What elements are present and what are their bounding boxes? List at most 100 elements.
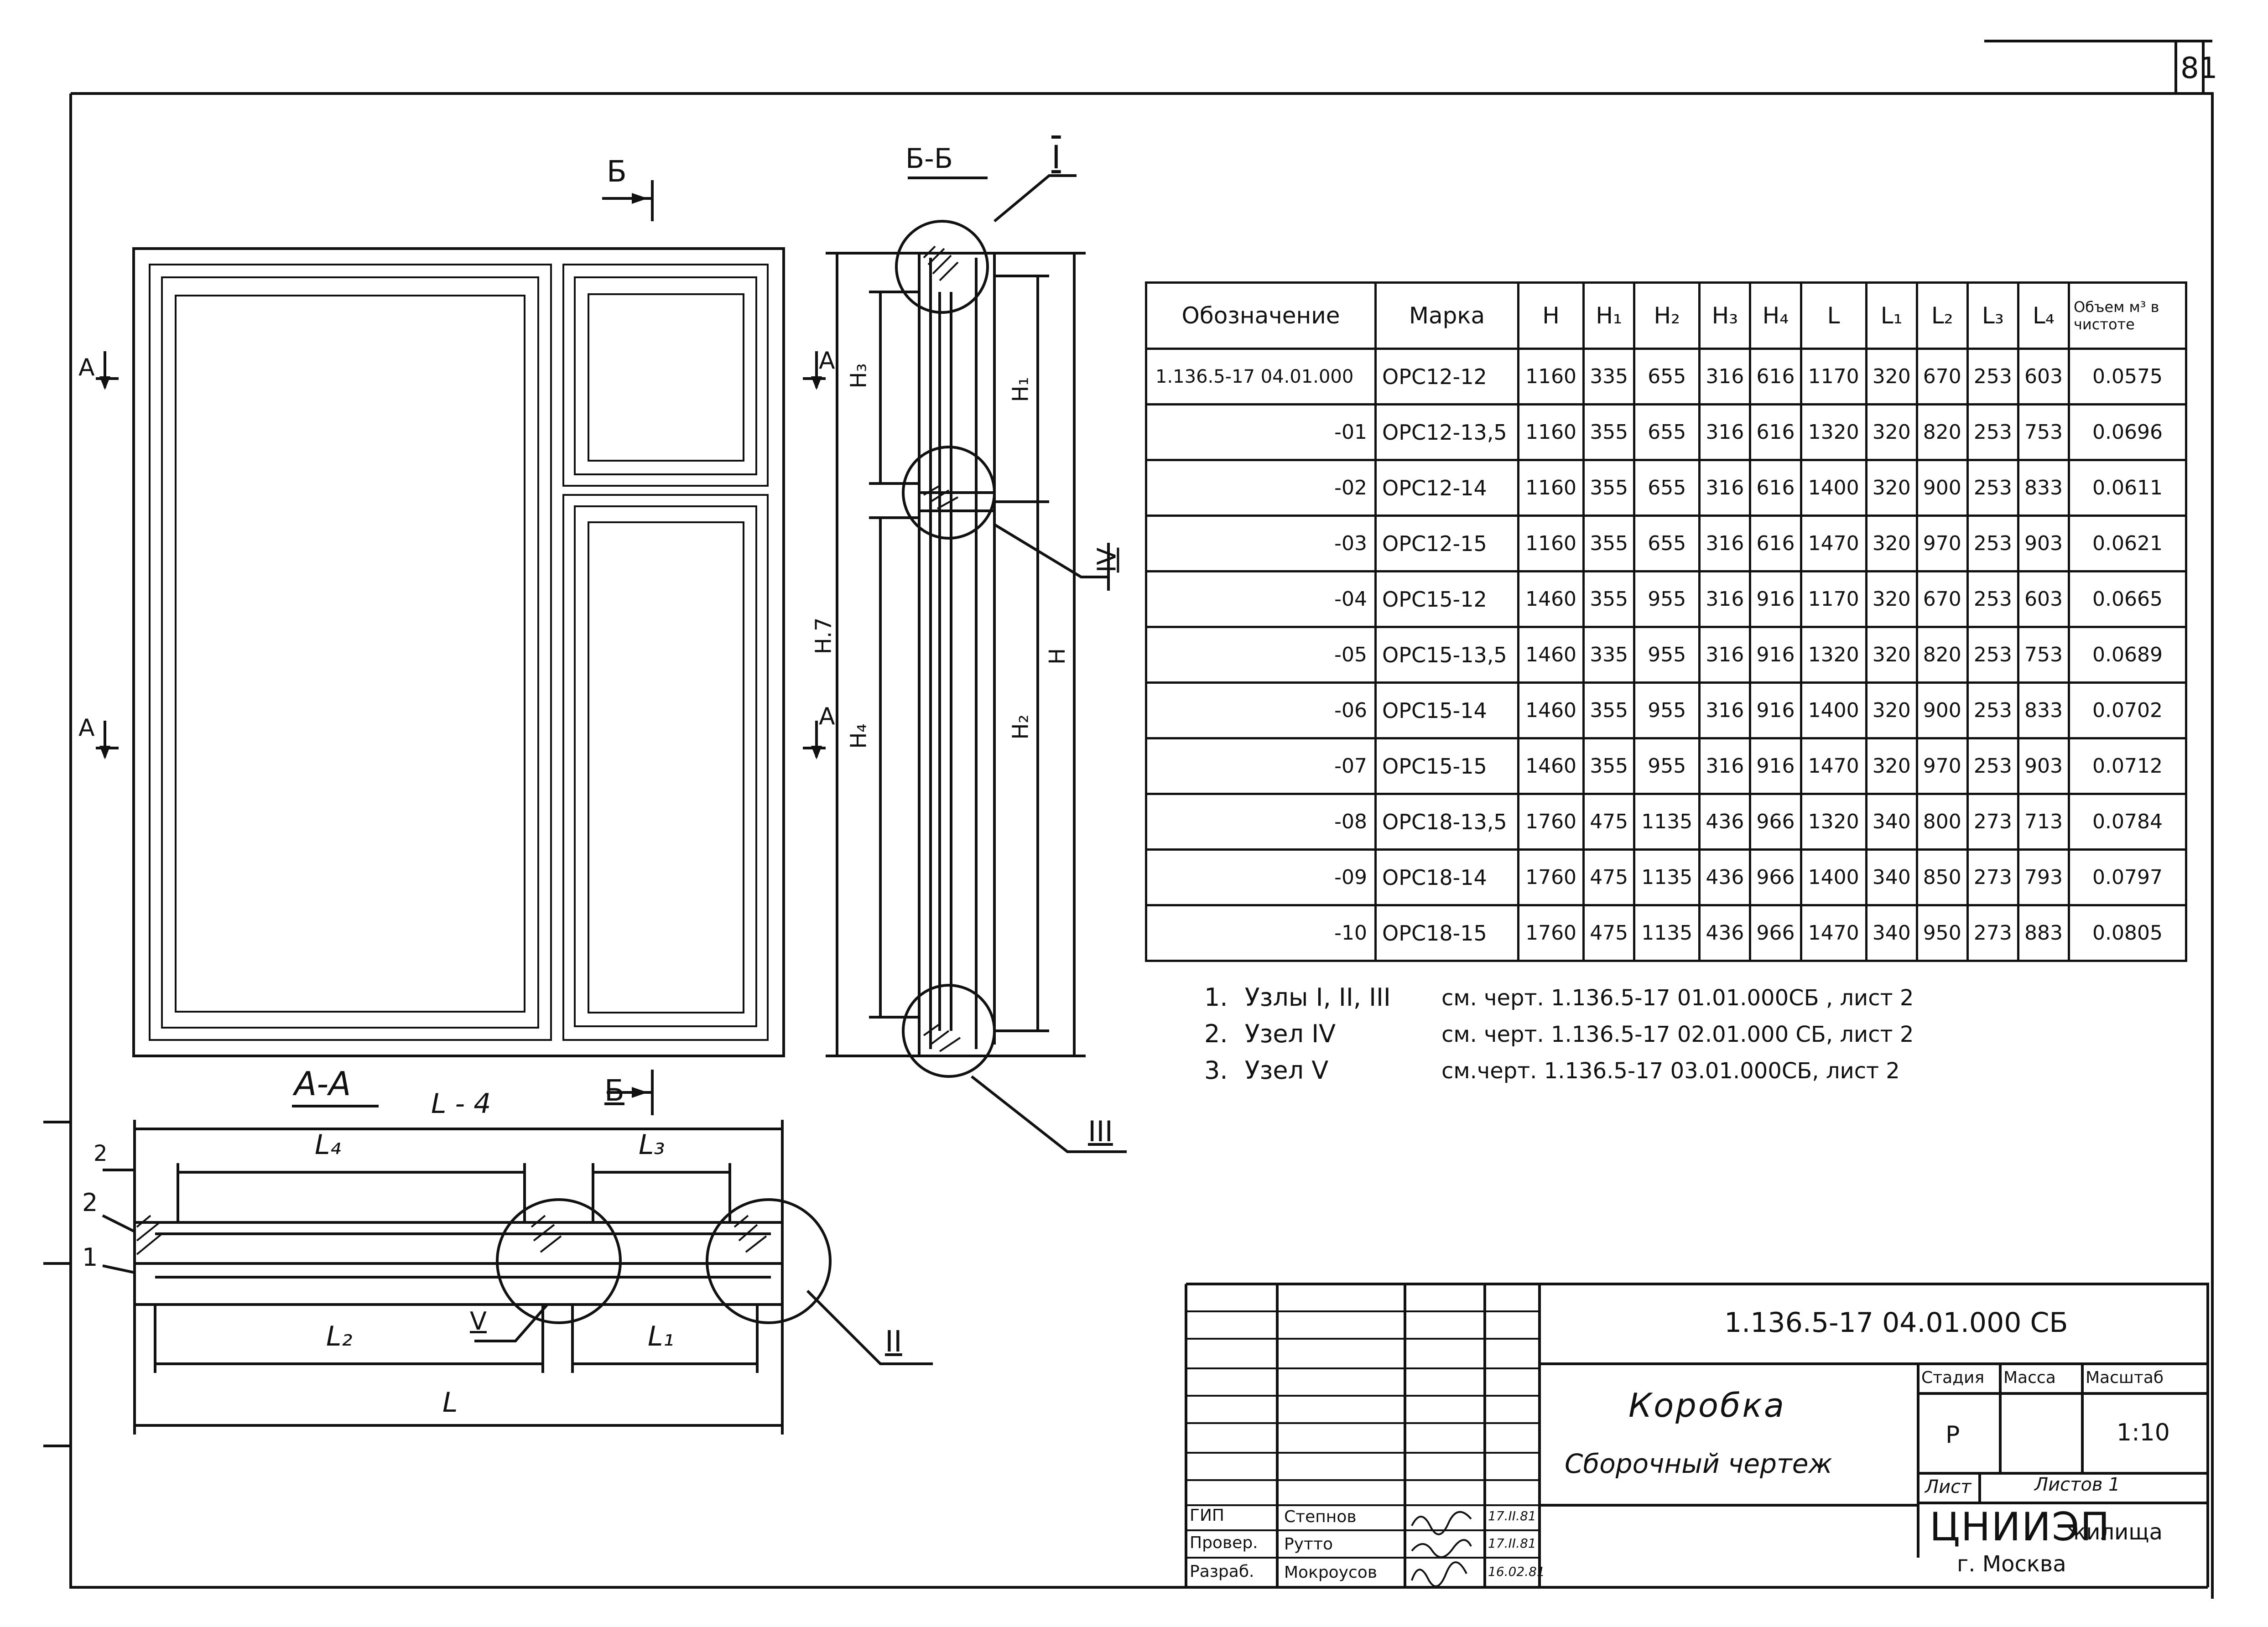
staff-role: Провер. bbox=[1190, 1533, 1258, 1552]
cut-bb-top-label: Б bbox=[607, 155, 627, 189]
note-num: 2. bbox=[1204, 1019, 1228, 1048]
node-ii-label: II bbox=[885, 1325, 902, 1359]
cut-aa-right-top-label: А bbox=[819, 347, 835, 374]
cell-l4: 883 bbox=[2017, 904, 2070, 962]
cell-l1: 320 bbox=[1865, 515, 1918, 572]
cell-h1: 475 bbox=[1582, 848, 1636, 906]
spec-header: H₄ bbox=[1749, 281, 1802, 350]
sheet-frame-left-bottom bbox=[69, 94, 2208, 1589]
cell-l4: 603 bbox=[2017, 348, 2070, 405]
cell-h1: 475 bbox=[1582, 793, 1636, 851]
org-name: ЦНИИЭП bbox=[1930, 1504, 2111, 1550]
cell-designation: -03 bbox=[1145, 515, 1377, 572]
cell-h1: 475 bbox=[1582, 904, 1636, 962]
cell-h4: 916 bbox=[1749, 681, 1802, 739]
cell-designation: 1.136.5-17 04.01.000 bbox=[1145, 348, 1377, 405]
note-3-ref: см.черт. 1.136.5-17 03.01.000СБ, лист 2 bbox=[1441, 1058, 1900, 1084]
cell-h3: 316 bbox=[1698, 570, 1752, 628]
cell-mark: ОРС15-14 bbox=[1374, 681, 1519, 739]
note-num: 1. bbox=[1204, 983, 1228, 1012]
cell-volume: 0.0621 bbox=[2068, 515, 2187, 572]
cell-h2: 955 bbox=[1633, 570, 1701, 628]
dim-h2: H₂ bbox=[1008, 714, 1034, 740]
spec-header: L₁ bbox=[1865, 281, 1918, 350]
cut-aa-left-bottom-label: А bbox=[78, 714, 95, 742]
cell-volume: 0.0611 bbox=[2068, 459, 2187, 517]
note-2: 2. Узел IV bbox=[1204, 1022, 1336, 1046]
cell-h3: 436 bbox=[1698, 793, 1752, 851]
cell-h2: 655 bbox=[1633, 348, 1701, 405]
cell-volume: 0.0784 bbox=[2068, 793, 2187, 851]
cell-l2: 820 bbox=[1915, 626, 1969, 684]
cell-mark: ОРС12-13,5 bbox=[1374, 403, 1519, 461]
cell-l2: 900 bbox=[1915, 459, 1969, 517]
cell-h2: 955 bbox=[1633, 681, 1701, 739]
node-i-label: I bbox=[1051, 139, 1061, 176]
cell-h2: 1135 bbox=[1633, 793, 1701, 851]
dim-l: L bbox=[442, 1387, 458, 1419]
cell-l1: 320 bbox=[1865, 681, 1918, 739]
cell-designation: -09 bbox=[1145, 848, 1377, 906]
cell-h2: 655 bbox=[1633, 515, 1701, 572]
note-2-ref: см. черт. 1.136.5-17 02.01.000 СБ, лист … bbox=[1441, 1022, 1914, 1047]
cell-volume: 0.0805 bbox=[2068, 904, 2187, 962]
cell-l: 1470 bbox=[1800, 737, 1867, 795]
cell-volume: 0.0696 bbox=[2068, 403, 2187, 461]
cut-aa-left-top-label: А bbox=[78, 354, 95, 381]
cell-l3: 253 bbox=[1966, 403, 2019, 461]
doc-code: 1.136.5-17 04.01.000 СБ bbox=[1724, 1307, 2068, 1339]
spec-header: H₁ bbox=[1582, 281, 1636, 350]
cell-h1: 355 bbox=[1582, 570, 1636, 628]
cell-l3: 253 bbox=[1966, 570, 2019, 628]
cell-h2: 1135 bbox=[1633, 848, 1701, 906]
cell-volume: 0.0665 bbox=[2068, 570, 2187, 628]
section-aa-title: А-А bbox=[294, 1065, 351, 1103]
dim-l-minus-4: L - 4 bbox=[431, 1088, 491, 1120]
cell-h1: 335 bbox=[1582, 626, 1636, 684]
node-v-label: V bbox=[470, 1307, 487, 1336]
cell-h: 1460 bbox=[1517, 626, 1585, 684]
spec-table: Обозначение Марка H H₁ H₂ H₃ H₄ L L₁ L₂ … bbox=[1145, 281, 2187, 962]
cell-h4: 616 bbox=[1749, 515, 1802, 572]
spec-header: Марка bbox=[1374, 281, 1519, 350]
dim-l2: L₂ bbox=[326, 1320, 353, 1352]
cell-volume: 0.0702 bbox=[2068, 681, 2187, 739]
cell-l1: 320 bbox=[1865, 348, 1918, 405]
cell-l: 1170 bbox=[1800, 570, 1867, 628]
cut-aa-right-bottom-label: А bbox=[819, 703, 835, 730]
cell-h1: 355 bbox=[1582, 515, 1636, 572]
cell-h1: 355 bbox=[1582, 737, 1636, 795]
scale-header: Масштаб bbox=[2086, 1368, 2164, 1387]
cell-l: 1170 bbox=[1800, 348, 1867, 405]
cell-volume: 0.0712 bbox=[2068, 737, 2187, 795]
cell-mark: ОРС18-14 bbox=[1374, 848, 1519, 906]
cell-l: 1470 bbox=[1800, 515, 1867, 572]
spec-header: H bbox=[1517, 281, 1585, 350]
cell-l4: 753 bbox=[2017, 403, 2070, 461]
cell-h1: 335 bbox=[1582, 348, 1636, 405]
cell-l3: 253 bbox=[1966, 626, 2019, 684]
cell-l: 1400 bbox=[1800, 848, 1867, 906]
cell-h2: 655 bbox=[1633, 403, 1701, 461]
part-1-label: 1 bbox=[82, 1243, 98, 1272]
note-1-ref: см. черт. 1.136.5-17 01.01.000СБ , лист … bbox=[1441, 985, 1914, 1011]
cell-h: 1460 bbox=[1517, 737, 1585, 795]
cell-h: 1760 bbox=[1517, 904, 1585, 962]
cell-h: 1460 bbox=[1517, 681, 1585, 739]
cell-l3: 253 bbox=[1966, 348, 2019, 405]
cell-h4: 966 bbox=[1749, 904, 1802, 962]
stage-value: Р bbox=[1945, 1421, 1960, 1449]
cell-h4: 916 bbox=[1749, 626, 1802, 684]
spec-header: H₂ bbox=[1633, 281, 1701, 350]
cell-l1: 320 bbox=[1865, 570, 1918, 628]
section-bb bbox=[826, 174, 1127, 1153]
cell-designation: -05 bbox=[1145, 626, 1377, 684]
staff-date: 17.II.81 bbox=[1488, 1536, 1536, 1551]
cell-h2: 1135 bbox=[1633, 904, 1701, 962]
cell-h3: 316 bbox=[1698, 515, 1752, 572]
front-elevation bbox=[132, 247, 785, 1057]
